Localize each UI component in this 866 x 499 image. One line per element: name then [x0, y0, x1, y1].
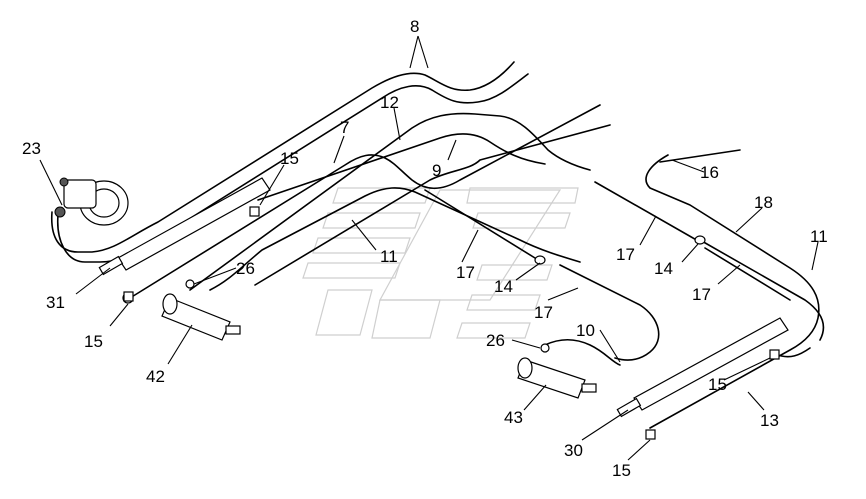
fittings	[123, 206, 780, 440]
hose-fitting-icon	[769, 349, 780, 360]
watermark-logo	[302, 187, 579, 339]
leader-lines	[39, 35, 819, 461]
cylinder-30	[616, 317, 789, 418]
callout-16: 16	[700, 163, 719, 182]
callout-17-left: 17	[456, 263, 475, 282]
callout-43: 43	[504, 408, 523, 427]
cylinder-42	[161, 293, 241, 341]
callout-12: 12	[380, 93, 399, 112]
callout-15-top: 15	[280, 149, 299, 168]
callout-31: 31	[46, 293, 65, 312]
cylinder-43	[517, 357, 597, 399]
hose-fitting-icon	[694, 235, 706, 245]
hydraulic-cylinder-icon	[161, 293, 241, 341]
callout-17-right: 17	[692, 285, 711, 304]
hose-fitting-icon	[645, 429, 656, 440]
callout-26-left: 26	[236, 259, 255, 278]
hose-fitting-icon	[185, 279, 195, 289]
callout-7: 7	[340, 118, 349, 137]
callout-8: 8	[410, 17, 419, 36]
callout-9: 9	[432, 161, 441, 180]
callout-15-bottom: 15	[612, 461, 631, 480]
callout-17-mid: 17	[534, 303, 553, 322]
hose-fitting-icon	[534, 255, 546, 265]
callout-18: 18	[754, 193, 773, 212]
hose-fitting-icon	[123, 291, 134, 302]
callout-42: 42	[146, 367, 165, 386]
hydraulic-cylinder-icon	[616, 317, 789, 418]
callout-23: 23	[22, 139, 41, 158]
callout-labels: 8 12 7 9 23 15 26 11 17 14 17 31 15 42 1…	[22, 17, 828, 480]
callout-26-right: 26	[486, 331, 505, 350]
callout-14-left: 14	[494, 277, 513, 296]
callout-15-right: 15	[708, 375, 727, 394]
hydraulic-motor	[54, 177, 129, 226]
hydraulic-cylinder-icon	[517, 357, 597, 399]
callout-14-right: 14	[654, 259, 673, 278]
callout-10: 10	[576, 321, 595, 340]
hose-fitting-icon	[249, 206, 260, 217]
callout-15-left: 15	[84, 332, 103, 351]
callout-30: 30	[564, 441, 583, 460]
callout-11-right: 11	[810, 227, 828, 246]
callout-17-right-top: 17	[616, 245, 635, 264]
callout-11-left: 11	[380, 247, 398, 266]
hose-fitting-icon	[540, 343, 550, 353]
hose-lines	[51, 61, 825, 429]
hydraulic-motor-icon	[54, 177, 129, 226]
callout-13: 13	[760, 411, 779, 430]
